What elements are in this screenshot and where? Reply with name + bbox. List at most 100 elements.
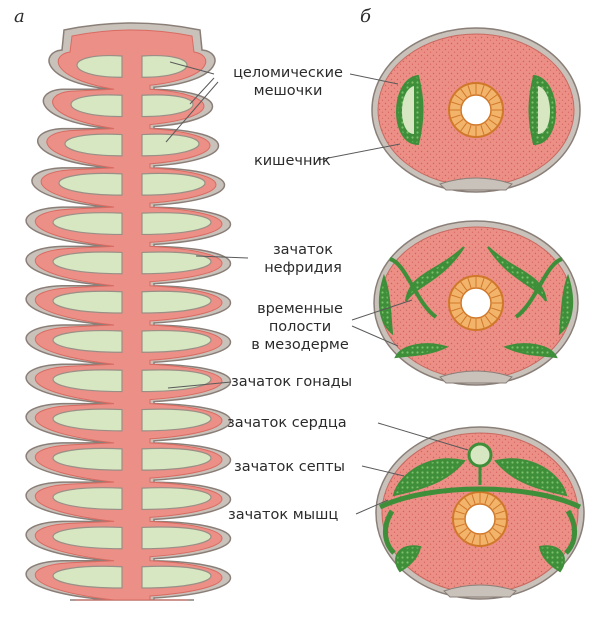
intestine-cell	[467, 125, 472, 135]
coelomic-sac	[52, 329, 123, 353]
intestine-cell	[488, 312, 498, 319]
mesoderm-band	[378, 273, 394, 336]
intestine-cell	[491, 114, 501, 119]
label-cavities-line1: временные	[257, 301, 343, 317]
coelomic-sac	[141, 565, 212, 589]
intestine-cell	[491, 101, 501, 106]
intestine-cell	[485, 88, 492, 98]
coelom-cavity	[538, 86, 550, 134]
cross-section-icon	[371, 27, 585, 600]
intestine-cell	[489, 497, 496, 507]
coelomic-sac	[52, 212, 123, 236]
label-nephridium: зачаток нефридия	[248, 241, 358, 277]
coelomic-sac	[141, 172, 206, 196]
label-gonad: зачаток гонады	[231, 374, 353, 390]
intestine-cell	[488, 287, 498, 294]
cross-section-1	[371, 27, 581, 193]
intestine-cell	[464, 497, 471, 507]
label-coelomic-sacs-line2: мешочки	[253, 83, 323, 99]
leader-line	[195, 255, 249, 259]
coelomic-sac	[52, 526, 123, 550]
intestine-cell	[495, 510, 505, 515]
intestine-cell	[454, 119, 464, 126]
label-cavities-line2: полости	[268, 319, 332, 335]
ventral-band	[439, 370, 513, 384]
muscle-rudiment	[494, 458, 568, 497]
intestine-lumen	[460, 287, 492, 319]
intestine-cell	[491, 307, 501, 312]
intestine-cell	[451, 101, 461, 106]
intestine-cell	[489, 531, 496, 541]
intestine-cell	[488, 94, 498, 101]
intestine-cell	[460, 281, 467, 291]
label-intestine: кишечник	[254, 153, 331, 169]
intestine-cell	[495, 523, 505, 528]
muscle-rudiment	[395, 545, 422, 573]
intestine-cell	[454, 312, 464, 319]
intestine-cell	[460, 88, 467, 98]
muscle-rudiment	[383, 509, 396, 555]
leader-line	[361, 465, 405, 477]
coelomic-sac	[141, 290, 212, 314]
panel-letter-b: б	[360, 6, 371, 27]
mesoderm-strand	[389, 257, 438, 319]
mesoderm-band	[503, 343, 558, 359]
intestine-cell	[467, 278, 472, 288]
intestine-cell	[484, 494, 489, 504]
leader-line	[351, 325, 399, 347]
coelomic-sac	[52, 369, 123, 393]
coelomic-sac	[141, 251, 212, 275]
coelomic-sac	[52, 408, 123, 432]
cross-section-3	[375, 426, 585, 600]
mesoderm-band	[558, 273, 574, 336]
septum-rudiment	[378, 486, 582, 510]
ventral-band	[443, 584, 517, 598]
muscle-rudiment	[564, 509, 577, 555]
panel-letter-a: а	[14, 6, 25, 27]
intestine-cell	[458, 528, 468, 535]
intestine-cell	[455, 523, 465, 528]
coelomic-sac	[64, 133, 123, 157]
intestine-cell	[485, 281, 492, 291]
coelomic-sac	[141, 408, 212, 432]
label-nephridium-line1: зачаток	[272, 242, 334, 258]
leader-lines	[165, 61, 469, 515]
coelomic-sac	[52, 487, 123, 511]
leader-line	[349, 73, 399, 85]
muscle-rudiment	[392, 458, 466, 497]
leader-line	[317, 143, 401, 161]
coelomic-sac	[141, 329, 212, 353]
intestine-cell	[451, 294, 461, 299]
intestine-cell	[480, 85, 485, 95]
label-nephridium-line2: нефридия	[264, 260, 342, 276]
mesoderm-band	[405, 246, 465, 302]
worm-midline	[126, 60, 138, 596]
coelomic-sac	[141, 133, 200, 157]
cross-section-2	[373, 220, 579, 386]
coelomic-sac	[141, 526, 212, 550]
coelomic-sac	[141, 212, 212, 236]
intestine-cell	[454, 94, 464, 101]
intestine-cell	[451, 114, 461, 119]
label-temporary-cavities: временные полости в мезодерме	[240, 300, 360, 354]
intestine-cell	[471, 534, 476, 544]
label-cavities-line3: в мезодерме	[251, 337, 349, 353]
leader-line	[351, 299, 413, 321]
coelomic-sac	[58, 172, 123, 196]
label-muscles: зачаток мышц	[228, 507, 339, 523]
intestine-cell	[471, 494, 476, 504]
coelomic-sac	[141, 447, 212, 471]
coelomic-sac	[141, 94, 194, 118]
heart-rudiment	[467, 442, 493, 468]
coelomic-sac	[52, 447, 123, 471]
coelomic-sac	[52, 251, 123, 275]
intestine-cell	[480, 318, 485, 328]
mesoderm-band	[487, 246, 547, 302]
intestine-cell	[480, 125, 485, 135]
leader-line	[169, 61, 215, 75]
intestine-cell	[480, 278, 485, 288]
label-coelomic-sacs: целомические мешочки	[218, 64, 358, 100]
coelom-cavity	[402, 86, 414, 134]
intestine-cell	[451, 307, 461, 312]
